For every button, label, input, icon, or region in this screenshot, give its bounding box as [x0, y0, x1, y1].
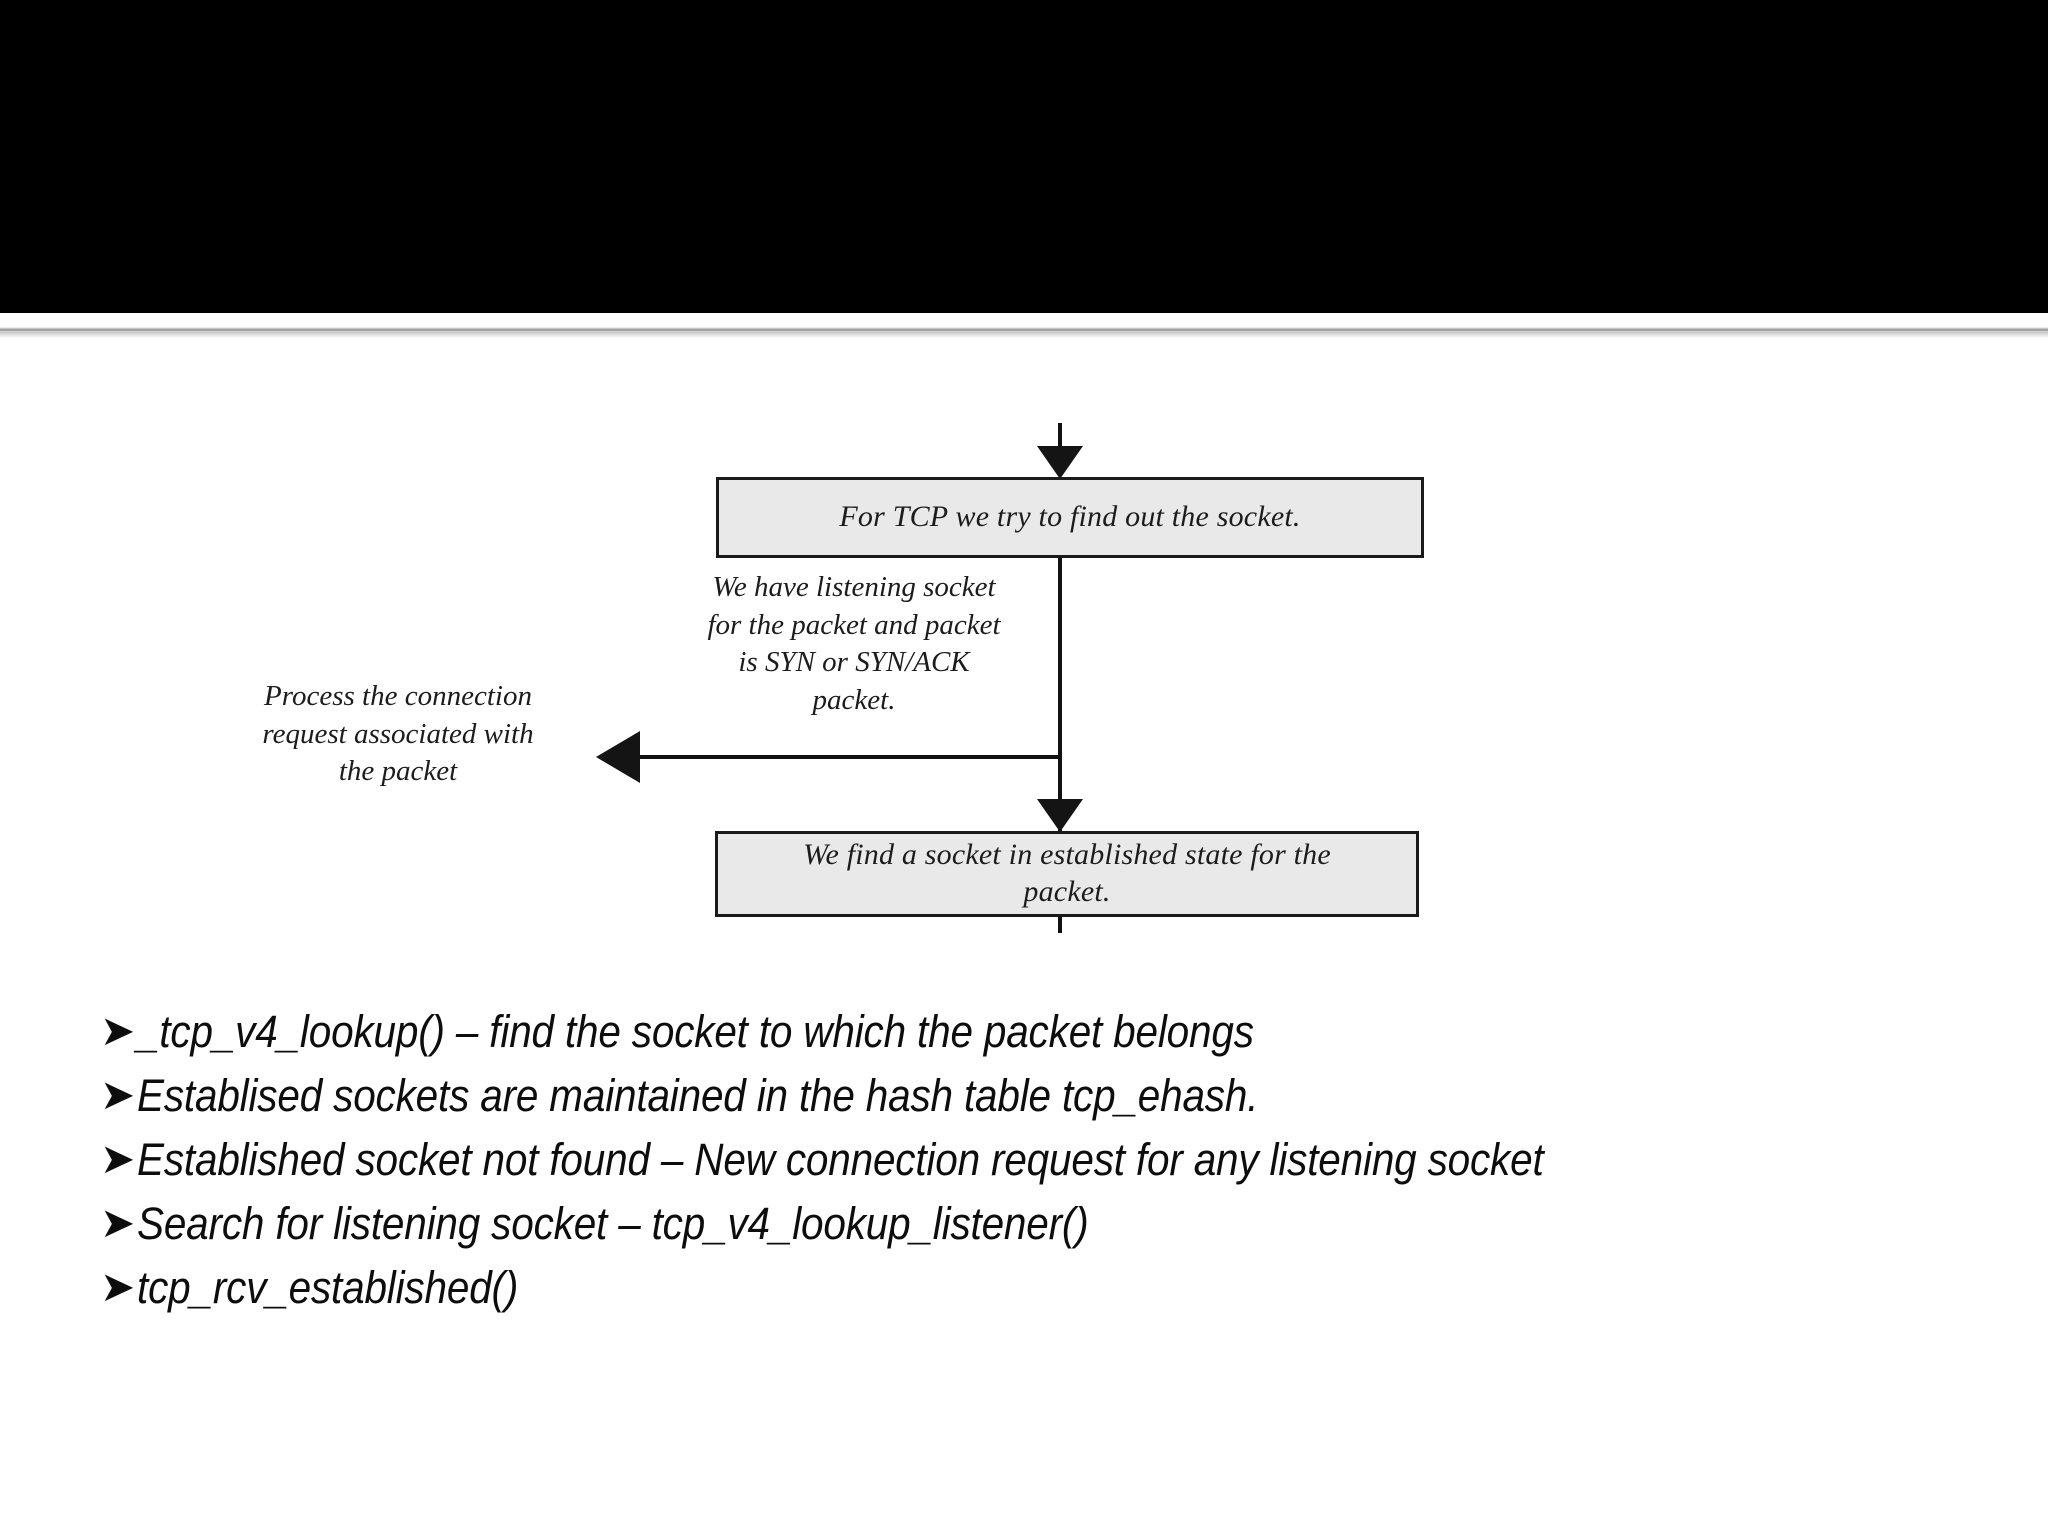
- list-item: ➤ _tcp_v4_lookup() – find the socket to …: [100, 1000, 1980, 1064]
- arrow-left-icon-to-process-connection: [596, 731, 640, 783]
- list-item: ➤ tcp_rcv_established(): [100, 1256, 1980, 1320]
- list-item: ➤ Search for listening socket – tcp_v4_l…: [100, 1192, 1980, 1256]
- list-item: ➤ Established socket not found – New con…: [100, 1128, 1980, 1192]
- arrow-bullet-icon: ➤: [100, 1007, 135, 1054]
- flow-label-process-connection: Process the connection request associate…: [262, 680, 534, 788]
- arrow-bullet-icon: ➤: [100, 1070, 135, 1118]
- list-item-text: tcp_rcv_established(): [137, 1261, 519, 1313]
- arrow-bullet-icon: ➤: [100, 1134, 135, 1182]
- list-item-text: _tcp_v4_lookup() – find the socket to wh…: [137, 1006, 1254, 1057]
- connector-below-established-stub: [1058, 917, 1062, 933]
- flow-box-established-socket: We find a socket in established state fo…: [715, 831, 1419, 917]
- connector-tcp-lookup-to-established-line: [1058, 558, 1062, 833]
- list-item-text: Established socket not found – New conne…: [137, 1133, 1544, 1185]
- arrow-bullet-icon: ➤: [100, 1198, 135, 1246]
- banner-divider-shadow: [0, 332, 2048, 338]
- bullet-list: ➤ _tcp_v4_lookup() – find the socket to …: [100, 1000, 1980, 1319]
- flow-box-tcp-lookup: For TCP we try to find out the socket.: [716, 477, 1424, 558]
- arrow-down-icon-into-tcp-lookup: [1037, 446, 1083, 479]
- top-black-banner: [0, 0, 2048, 313]
- list-item-text: Search for listening socket – tcp_v4_loo…: [137, 1197, 1089, 1249]
- list-item-text: Establised sockets are maintained in the…: [137, 1069, 1259, 1121]
- arrow-bullet-icon: ➤: [100, 1262, 135, 1310]
- arrow-down-icon-into-established: [1037, 799, 1083, 832]
- tcp-socket-lookup-flowchart: For TCP we try to find out the socket. W…: [0, 380, 2048, 940]
- list-item: ➤ Establised sockets are maintained in t…: [100, 1064, 1980, 1128]
- connector-into-tcp-lookup-line: [1058, 423, 1062, 465]
- connector-branch-to-process-line: [638, 755, 1060, 759]
- banner-divider-line: [0, 327, 2048, 332]
- flow-label-listening-condition: We have listening socket for the packet …: [707, 571, 1001, 717]
